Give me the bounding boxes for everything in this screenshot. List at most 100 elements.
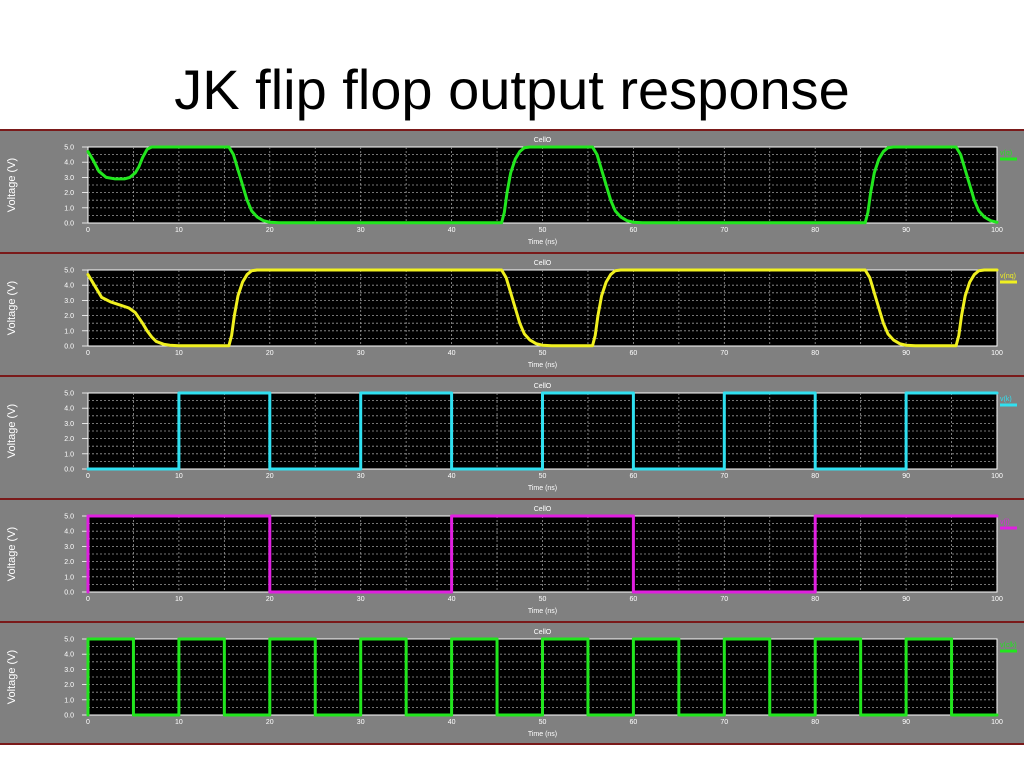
x-tick-label: 50	[539, 227, 547, 234]
x-tick-label: 10	[175, 473, 183, 480]
x-tick-label: 50	[539, 350, 547, 357]
legend-label: v(clk)	[1000, 642, 1017, 649]
x-tick-label: 10	[175, 596, 183, 603]
x-tick-label: 80	[811, 596, 819, 603]
x-tick-label: 60	[630, 350, 638, 357]
legend-label: v(q)	[1000, 150, 1012, 157]
slide-title: JK flip flop output response	[174, 58, 850, 121]
y-tick-label: 4.0	[64, 160, 74, 167]
y-tick-label: 3.0	[64, 175, 74, 182]
x-tick-label: 20	[266, 596, 274, 603]
x-tick-label: 40	[448, 473, 456, 480]
x-tick-label: 60	[630, 719, 638, 726]
x-tick-label: 10	[175, 350, 183, 357]
x-tick-label: 90	[902, 227, 910, 234]
legend-label: v(nq)	[1000, 273, 1016, 280]
x-tick-label: 100	[991, 719, 1003, 726]
panel-title: CellO	[534, 260, 552, 267]
series-line-v(clk)	[86, 637, 999, 717]
x-tick-label: 60	[630, 473, 638, 480]
series-line-v(j)	[86, 514, 999, 594]
x-tick-label: 60	[630, 596, 638, 603]
x-tick-label: 40	[448, 227, 456, 234]
y-tick-label: 5.0	[64, 637, 74, 644]
panel-title: CellO	[534, 629, 552, 636]
y-tick-label: 4.0	[64, 529, 74, 536]
x-tick-label: 90	[902, 719, 910, 726]
x-tick-label: 80	[811, 350, 819, 357]
x-tick-label: 30	[357, 227, 365, 234]
x-tick-label: 90	[902, 596, 910, 603]
x-tick-label: 100	[991, 596, 1003, 603]
x-axis-label: Time (ns)	[528, 485, 557, 492]
series-line-v(k)	[86, 391, 999, 471]
x-tick-label: 70	[720, 473, 728, 480]
y-tick-label: 2.0	[64, 190, 74, 197]
x-tick-label: 0	[86, 227, 90, 234]
y-tick-label: 0.0	[64, 221, 74, 228]
x-tick-label: 30	[357, 473, 365, 480]
x-axis-label: Time (ns)	[528, 608, 557, 615]
y-tick-label: 5.0	[64, 514, 74, 521]
y-axis-label: Voltage (V)	[6, 404, 18, 458]
y-tick-label: 2.0	[64, 313, 74, 320]
x-tick-label: 30	[357, 350, 365, 357]
y-tick-label: 2.0	[64, 682, 74, 689]
panel-title: CellO	[534, 506, 552, 513]
y-tick-label: 4.0	[64, 406, 74, 413]
x-tick-label: 50	[539, 473, 547, 480]
y-tick-label: 3.0	[64, 421, 74, 428]
x-tick-label: 80	[811, 227, 819, 234]
x-tick-label: 90	[902, 350, 910, 357]
x-tick-label: 60	[630, 227, 638, 234]
legend-label: v(k)	[1000, 396, 1012, 403]
y-tick-label: 5.0	[64, 268, 74, 275]
y-tick-label: 1.0	[64, 574, 74, 581]
x-tick-label: 0	[86, 596, 90, 603]
x-tick-label: 30	[357, 719, 365, 726]
x-axis-label: Time (ns)	[528, 362, 557, 369]
x-tick-label: 20	[266, 227, 274, 234]
y-axis-label: Voltage (V)	[6, 650, 18, 704]
x-tick-label: 40	[448, 350, 456, 357]
y-axis-label: Voltage (V)	[6, 527, 18, 581]
y-tick-label: 1.0	[64, 451, 74, 458]
x-axis-label: Time (ns)	[528, 239, 557, 246]
x-tick-label: 70	[720, 350, 728, 357]
panel-title: CellO	[534, 383, 552, 390]
series-line-v(q)	[86, 145, 999, 225]
x-tick-label: 20	[266, 350, 274, 357]
y-axis-label: Voltage (V)	[6, 158, 18, 212]
y-tick-label: 0.0	[64, 467, 74, 474]
x-tick-label: 30	[357, 596, 365, 603]
y-tick-label: 2.0	[64, 436, 74, 443]
x-tick-label: 50	[539, 719, 547, 726]
x-tick-label: 10	[175, 719, 183, 726]
x-axis-label: Time (ns)	[528, 731, 557, 738]
x-tick-label: 90	[902, 473, 910, 480]
y-tick-label: 0.0	[64, 713, 74, 720]
x-tick-label: 70	[720, 719, 728, 726]
y-axis-label: Voltage (V)	[6, 281, 18, 335]
y-tick-label: 3.0	[64, 298, 74, 305]
series-line-v(nq)	[86, 268, 999, 348]
x-tick-label: 0	[86, 350, 90, 357]
y-tick-label: 0.0	[64, 590, 74, 597]
x-tick-label: 100	[991, 473, 1003, 480]
y-tick-label: 5.0	[64, 145, 74, 152]
x-tick-label: 10	[175, 227, 183, 234]
x-tick-label: 50	[539, 596, 547, 603]
x-tick-label: 40	[448, 719, 456, 726]
y-tick-label: 0.0	[64, 344, 74, 351]
x-tick-label: 40	[448, 596, 456, 603]
legend-label: v(j)	[1000, 519, 1010, 526]
y-tick-label: 1.0	[64, 205, 74, 212]
panel-title: CellO	[534, 137, 552, 144]
x-tick-label: 100	[991, 227, 1003, 234]
y-tick-label: 1.0	[64, 328, 74, 335]
